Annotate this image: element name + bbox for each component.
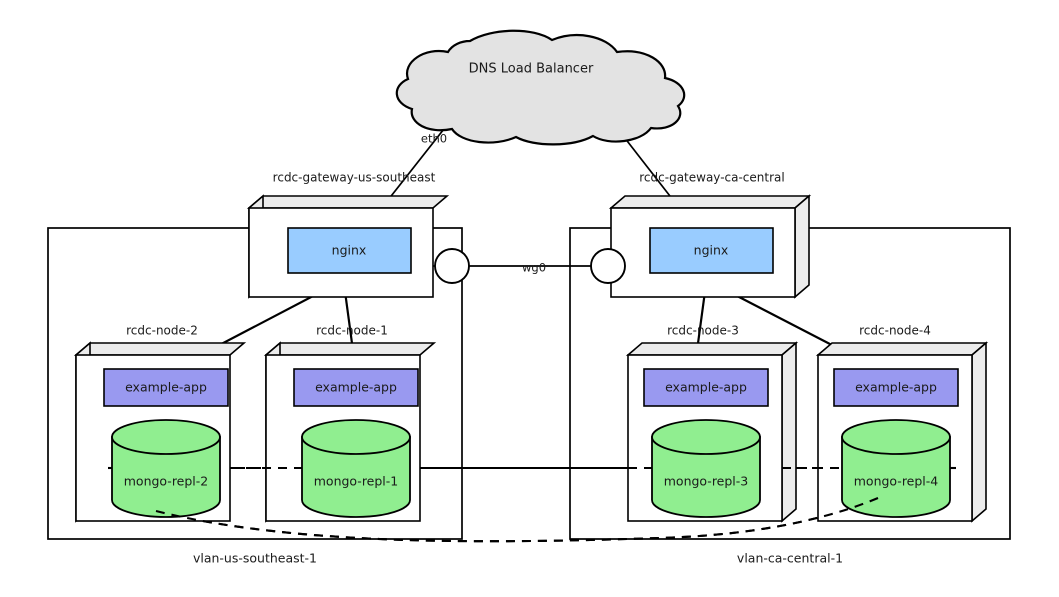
vlan-label-us-southeast: vlan-us-southeast-1 (193, 551, 317, 566)
db-cylinder-node2[interactable]: mongo-repl-2 (111, 419, 221, 518)
nginx-label-us: nginx (332, 243, 367, 258)
db-cylinder-top-node4 (841, 419, 951, 455)
app-box-node3[interactable] (643, 368, 769, 407)
node4-top-face (815, 342, 989, 356)
node-rcdc-node-3[interactable]: rcdc-node-3 example-app mongo-repl-3 (625, 324, 799, 523)
wireguard-endpoint-us[interactable] (434, 248, 470, 284)
dns-load-balancer-cloud[interactable]: DNS Load Balancer (395, 29, 686, 146)
node-rcdc-node-2[interactable]: rcdc-node-2 example-app mongo-repl-2 (73, 324, 247, 523)
db-label-node4: mongo-repl-4 (854, 474, 939, 489)
gateway-label-us-southeast: rcdc-gateway-us-southeast (273, 171, 436, 185)
node1-top-face (263, 342, 437, 356)
gateway-us-top-face (246, 195, 450, 209)
db-cylinder-top-node1 (301, 419, 411, 455)
node-label-rcdc-node-3: rcdc-node-3 (667, 324, 739, 338)
interface-label-wg0: wg0 (522, 261, 546, 275)
gateway-ca-top-face (608, 195, 812, 209)
db-cylinder-body-node4 (841, 436, 951, 518)
node-rcdc-node-4[interactable]: rcdc-node-4 example-app mongo-repl-4 (815, 324, 989, 523)
nginx-box-ca[interactable] (649, 227, 774, 274)
db-cylinder-body-node1 (301, 436, 411, 518)
db-cylinder-top-node3 (651, 419, 761, 455)
db-label-node2: mongo-repl-2 (124, 474, 209, 489)
cloud-label: DNS Load Balancer (469, 62, 594, 77)
db-cylinder-body-node3 (651, 436, 761, 518)
nginx-label-ca: nginx (694, 243, 729, 258)
interface-label-eth0-left: eth0 (421, 132, 447, 146)
node4-right-face (971, 341, 987, 523)
app-label-node2: example-app (125, 380, 207, 395)
app-box-node2[interactable] (103, 368, 229, 407)
node3-top-face (625, 342, 799, 356)
app-box-node4[interactable] (833, 368, 959, 407)
vlan-label-ca-central: vlan-ca-central-1 (737, 551, 843, 566)
db-cylinder-top-node2 (111, 419, 221, 455)
db-cylinder-body-node2 (111, 436, 221, 518)
db-label-node3: mongo-repl-3 (664, 474, 749, 489)
gateway-ca-central[interactable]: rcdc-gateway-ca-central nginx (590, 171, 812, 299)
app-label-node1: example-app (315, 380, 397, 395)
node-label-rcdc-node-2: rcdc-node-2 (126, 324, 198, 338)
gateway-label-ca-central: rcdc-gateway-ca-central (639, 171, 784, 185)
repl-arc-overlay-2-to-4 (155, 497, 879, 543)
cloud-shape (395, 29, 686, 146)
link-wg0-tunnel: wg0 (466, 261, 594, 275)
mongo-replication-overlay (108, 466, 956, 543)
node3-right-face (781, 341, 797, 523)
app-box-node1[interactable] (293, 368, 419, 407)
gateway-us-southeast[interactable]: rcdc-gateway-us-southeast nginx (246, 171, 470, 299)
node-rcdc-node-1[interactable]: rcdc-node-1 example-app mongo-repl-1 (263, 324, 437, 523)
app-label-node4: example-app (855, 380, 937, 395)
nginx-box-us[interactable] (287, 227, 412, 274)
node2-top-face (73, 342, 247, 356)
db-cylinder-node4[interactable]: mongo-repl-4 (841, 419, 951, 518)
node-label-rcdc-node-4: rcdc-node-4 (859, 324, 931, 338)
wireguard-endpoint-ca[interactable] (590, 248, 626, 284)
node-label-rcdc-node-1: rcdc-node-1 (316, 324, 388, 338)
db-label-node1: mongo-repl-1 (314, 474, 399, 489)
db-cylinder-node3[interactable]: mongo-repl-3 (651, 419, 761, 518)
gateway-ca-right-face (794, 194, 810, 299)
db-cylinder-node1[interactable]: mongo-repl-1 (301, 419, 411, 518)
app-label-node3: example-app (665, 380, 747, 395)
